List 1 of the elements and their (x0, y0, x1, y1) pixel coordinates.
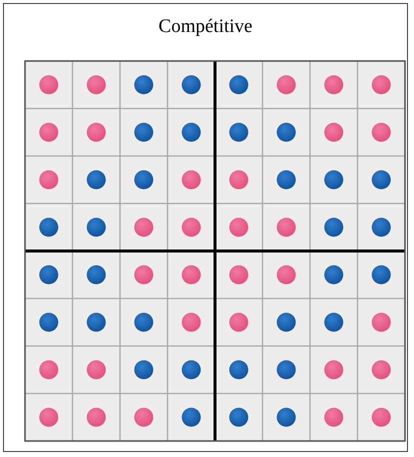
title: Compétitive (158, 16, 252, 38)
